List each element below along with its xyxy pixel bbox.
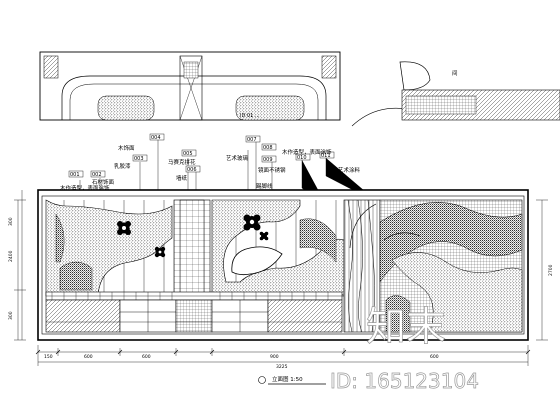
callout-tag-text: 002 <box>92 172 102 178</box>
dimension-label: 2700 <box>548 264 554 276</box>
dimension-label: 300 <box>8 217 14 226</box>
elevation-view <box>37 189 529 341</box>
callout-tag: 009 <box>261 155 277 163</box>
flower-motif <box>243 214 261 231</box>
watermark-id: ID: 165123104 <box>330 369 479 393</box>
callout-note: 木饰面 <box>118 144 135 152</box>
dimension-label: 150 <box>44 354 53 360</box>
callout-tag: 003 <box>132 154 148 162</box>
callout-tag-text: 006 <box>187 167 197 173</box>
callout-note: 镜面不锈钢 <box>258 166 286 174</box>
callout-tag-text: 004 <box>151 135 161 141</box>
callout-tag-text: 005 <box>183 151 193 157</box>
callout-note: 艺术玻璃 <box>226 154 249 162</box>
callout-tag-text: 010 <box>297 155 307 161</box>
callout-note: 艺术涂料 <box>338 166 361 174</box>
callout-tag: 010 <box>295 153 311 161</box>
mosaic-column <box>173 199 211 297</box>
dimension-label: 600 <box>142 354 151 360</box>
callout-tag-text: 003 <box>134 156 144 162</box>
callout-tag-text: 009 <box>263 157 273 163</box>
dimension-label: 300 <box>8 311 14 320</box>
railing <box>45 291 343 301</box>
mural-panel <box>379 199 523 333</box>
callout-tag-text: 008 <box>263 145 273 151</box>
callout-note: 乳胶漆 <box>114 162 131 170</box>
plan-side-label: 间 <box>452 69 458 77</box>
callout-note: 木作造型，表面涂饰 <box>60 184 110 192</box>
plan-room-label: ID 01 ... <box>240 113 260 119</box>
watermark: 知末 ID: 165123104 <box>330 304 480 394</box>
drawing-title-block: 立面图 1:50 <box>258 375 326 385</box>
dimension-label: 600 <box>430 354 439 360</box>
callout-note: 马赛克拼花 <box>168 158 196 166</box>
callout-tag: 002 <box>90 170 106 178</box>
callout-tag: 008 <box>261 143 277 151</box>
callout-tag: 006 <box>185 165 201 173</box>
dimension-label: 900 <box>270 354 279 360</box>
callout-tag: 001 <box>68 170 84 178</box>
callout-tag: 007 <box>245 135 261 143</box>
drawing-title: 立面图 1:50 <box>272 375 303 383</box>
flower-motif <box>259 231 269 241</box>
dimension-label: 2400 <box>8 250 14 262</box>
leaf-motif <box>231 246 283 276</box>
callout-tag: 005 <box>181 149 197 157</box>
callout-note: 墙纸 <box>176 174 188 182</box>
drapery <box>343 199 381 333</box>
callout-tag: 004 <box>149 133 165 141</box>
plan-view: ID 01 ... 间 <box>39 51 560 127</box>
callout-tag-text: 011 <box>321 153 331 159</box>
flower-motif <box>117 221 131 235</box>
callout-note: 石材饰面 <box>92 178 115 186</box>
base-cabinets <box>45 299 343 333</box>
dimension-total: 3225 <box>276 364 288 370</box>
watermark-brand: 知末 <box>366 304 446 350</box>
callout-tag: 011 <box>319 151 335 159</box>
callout-tag-text: 007 <box>247 137 257 143</box>
callout-note: 踢脚线 <box>256 182 273 190</box>
dimension-lines: 150 600 600 900 600 3225 300 2400 300 27… <box>8 190 554 370</box>
flower-motif <box>154 246 166 258</box>
callout-note: 木作造型，表面涂饰 <box>282 148 332 156</box>
callout-tag-text: 001 <box>70 172 80 178</box>
dimension-label: 600 <box>84 354 93 360</box>
